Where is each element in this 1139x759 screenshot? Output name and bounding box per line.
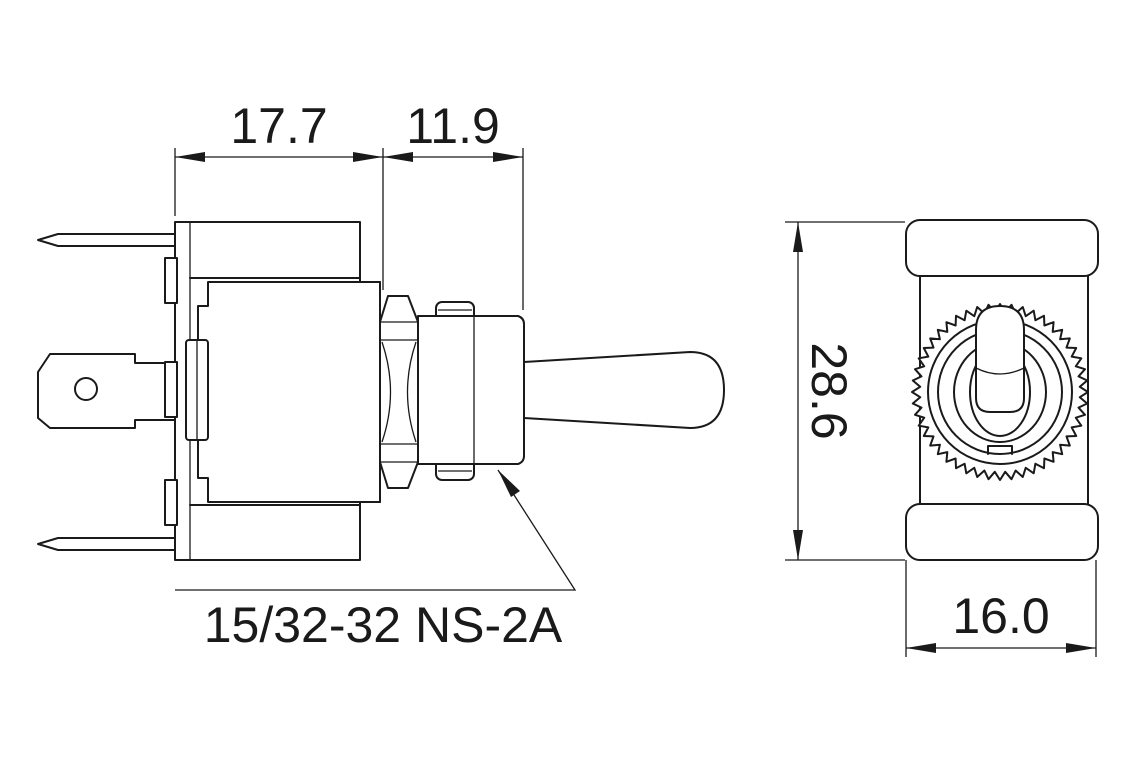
body-lug-top [164, 257, 178, 304]
front-view [905, 219, 1099, 561]
terminal-top [37, 233, 176, 247]
dimension-lines [174, 148, 1097, 657]
hex-nut [379, 295, 419, 489]
side-view [37, 221, 725, 561]
dim-label-height: 28.6 [801, 342, 857, 439]
bottom-cap [905, 503, 1099, 561]
lever-front [975, 305, 1025, 413]
terminal-middle [37, 353, 175, 429]
bushing [417, 315, 525, 465]
body-lug-bottom [164, 479, 178, 526]
thread-callout: 15/32-32 NS-2A [204, 597, 563, 653]
toggle-lever [523, 351, 725, 429]
dim-label-width: 16.0 [952, 588, 1049, 644]
terminal-bottom [37, 537, 176, 551]
dim-label-body-length: 17.7 [230, 98, 327, 154]
thread-leader [175, 469, 577, 591]
terminal-hole [74, 377, 98, 401]
body-lug-middle [164, 361, 178, 418]
top-cap [905, 219, 1099, 277]
dim-label-bushing-length: 11.9 [406, 98, 500, 154]
